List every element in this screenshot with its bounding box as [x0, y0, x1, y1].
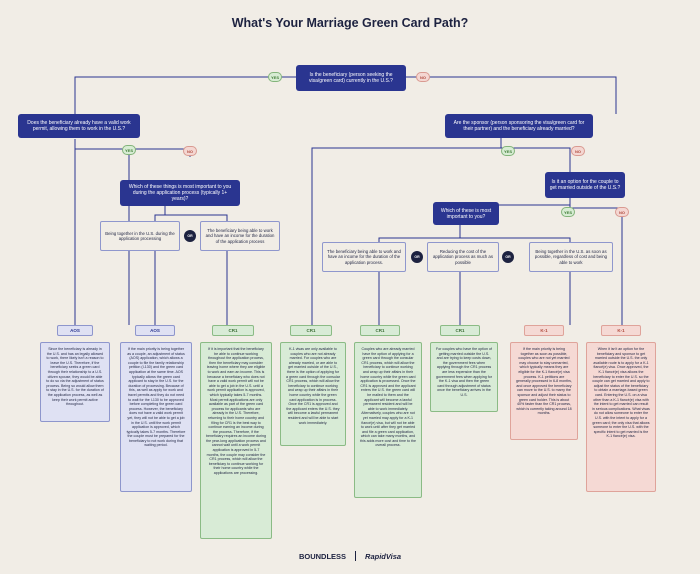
result-card-cr1-2: K-1 visas are only available to couples … — [280, 342, 346, 446]
question-most-important-process: Which of these things is most important … — [120, 180, 240, 206]
no-tag-work-permit: NO — [183, 146, 197, 156]
result-card-k1-1: If the main priority is being together a… — [510, 342, 578, 440]
question-in-us: Is the beneficiary (person seeking the v… — [296, 65, 406, 91]
no-tag-married: NO — [571, 146, 585, 156]
result-label-k1-2: K-1 — [601, 325, 641, 336]
question-most-important: Which of these is most important to you? — [433, 202, 499, 225]
result-card-k1-2: When it isn't an option for the benefici… — [586, 342, 656, 492]
or-badge-right-2: OR — [502, 251, 514, 263]
result-label-cr1-1: CR1 — [212, 325, 254, 336]
option-reduce-cost: Reducing the cost of the application pro… — [427, 242, 499, 272]
question-already-married: Are the sponsor (person sponsoring the v… — [445, 114, 593, 138]
brand-boundless: BOUNDLESS — [298, 551, 347, 561]
option-work-income: The beneficiary being able to work and h… — [200, 221, 280, 251]
question-work-permit: Does the beneficiary already have a vali… — [18, 114, 140, 138]
yes-tag-marry-outside: YES — [561, 207, 575, 217]
or-badge-right-1: OR — [411, 251, 423, 263]
result-card-cr1-1: If it is important that the beneficiary … — [200, 342, 272, 539]
option-together-asap: Being together in the U.S. as soon as po… — [529, 242, 613, 272]
yes-tag-married: YES — [501, 146, 515, 156]
or-badge-left: OR — [184, 230, 196, 242]
option-together-in-us: Being together in the U.S. during the ap… — [100, 221, 180, 251]
result-card-cr1-3: Couples who are already married have the… — [354, 342, 422, 498]
no-tag-marry-outside: NO — [615, 207, 629, 217]
footer-divider — [355, 551, 357, 561]
footer-brands: BOUNDLESS RapidVisa — [0, 551, 700, 561]
result-label-cr1-3: CR1 — [360, 325, 400, 336]
yes-tag-work-permit: YES — [122, 145, 136, 155]
result-label-cr1-2: CR1 — [290, 325, 332, 336]
option-work-income-2: The beneficiary being able to work and h… — [322, 242, 406, 272]
result-label-k1-1: K-1 — [524, 325, 564, 336]
result-card-aos-1: Since the beneficiary is already in the … — [40, 342, 110, 422]
no-tag-in-us: NO — [416, 72, 430, 82]
result-card-aos-2: If the main priority is being together a… — [120, 342, 192, 492]
page-title: What's Your Marriage Green Card Path? — [231, 16, 469, 30]
result-card-cr1-4: For couples who have the option of getti… — [430, 342, 498, 412]
result-label-cr1-4: CR1 — [440, 325, 480, 336]
brand-rapidvisa: RapidVisa — [365, 551, 402, 561]
result-label-aos-2: AOS — [135, 325, 175, 336]
yes-tag-in-us: YES — [268, 72, 282, 82]
question-marry-outside-us: Is it an option for the couple to get ma… — [545, 172, 625, 198]
result-label-aos-1: AOS — [57, 325, 93, 336]
